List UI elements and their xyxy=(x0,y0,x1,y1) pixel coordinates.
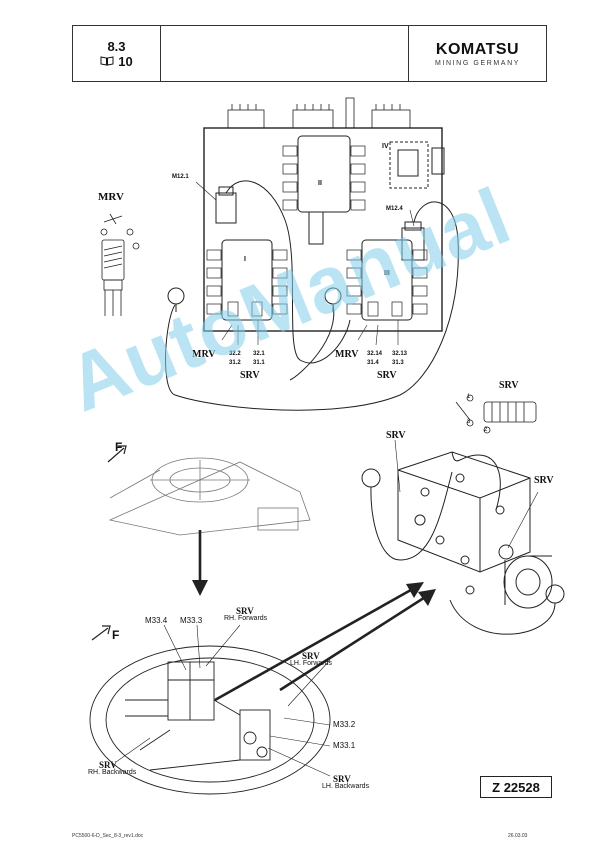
title-cell xyxy=(161,26,409,81)
direction-arrow-top xyxy=(107,445,127,463)
sensor-m12-1 xyxy=(215,192,237,224)
company-logo: KOMATSU MINING GERMANY xyxy=(409,26,546,81)
label-srv-rh-forwards: SRV xyxy=(236,606,254,616)
label-m33-2: M33.2 xyxy=(333,720,356,729)
arrow-to-block-2 xyxy=(279,592,431,692)
valve-block-2 xyxy=(297,135,351,213)
pressure-gauge-2 xyxy=(324,287,342,305)
port-32-14: 32.14 xyxy=(367,351,383,357)
hose-m12-1 xyxy=(225,180,351,364)
label-block-3: III xyxy=(384,270,390,277)
label-mrv-top: MRV xyxy=(98,191,124,203)
label-srv-detail: SRV xyxy=(499,380,519,391)
text-lh-backwards: LH. Backwards xyxy=(322,783,370,790)
hose-m12-4 xyxy=(165,201,459,411)
mrv-cartridge xyxy=(100,213,140,316)
port-31-2: 31.2 xyxy=(229,360,241,366)
detail-num-2: 2 xyxy=(484,427,488,433)
label-block-2: II xyxy=(318,180,322,187)
valve-block-3 xyxy=(361,239,413,321)
label-block-1: I xyxy=(244,256,246,263)
page-ref: 10 xyxy=(100,53,133,69)
direction-arrow-bottom xyxy=(91,625,111,641)
port-31-1: 31.1 xyxy=(253,360,265,366)
valve-block-1 xyxy=(221,239,273,321)
pressure-gauge-1 xyxy=(167,287,185,305)
figure-number: Z 22528 xyxy=(480,776,552,798)
page-header: 8.3 10 KOMATSU MINING GERMANY xyxy=(72,25,547,82)
port-31-4: 31.4 xyxy=(367,360,379,366)
label-m12-1: M12.1 xyxy=(172,174,189,180)
port-31-3: 31.3 xyxy=(392,360,404,366)
label-m33-3: M33.3 xyxy=(180,616,203,625)
brand-subtitle: MINING GERMANY xyxy=(434,59,520,67)
pressure-gauge-3 xyxy=(361,468,381,488)
footer-document-name: PC5500-6-D_Sec_8-3_rev1.doc xyxy=(72,833,144,839)
label-m33-1: M33.1 xyxy=(333,741,356,750)
label-srv-block-top: SRV xyxy=(386,430,406,441)
label-mrv-left: MRV xyxy=(192,349,216,360)
section-cell: 8.3 10 xyxy=(73,26,161,81)
top-connectors xyxy=(227,97,411,129)
label-m33-4: M33.4 xyxy=(145,616,168,625)
footer-date: 26.03.03 xyxy=(508,833,528,839)
label-srv-block-right: SRV xyxy=(534,475,554,486)
text-rh-backwards: RH. Backwards xyxy=(88,769,137,776)
page-number: 10 xyxy=(118,53,133,69)
book-icon xyxy=(100,56,114,66)
label-m12-4: M12.4 xyxy=(386,206,403,212)
port-32-1: 32.1 xyxy=(253,351,265,357)
label-srv-rh-backwards: SRV xyxy=(99,760,117,770)
arrow-to-block-1 xyxy=(214,584,419,702)
crawler-sketch xyxy=(108,457,311,536)
label-srv-left: SRV xyxy=(240,370,260,381)
label-srv-lh-backwards: SRV xyxy=(333,774,351,784)
undercarriage-sketch xyxy=(89,645,331,795)
pressure-gauge-4 xyxy=(545,584,565,604)
text-rh-forwards: RH. Forwards xyxy=(224,615,268,622)
valve-stem xyxy=(308,211,324,245)
port-32-13: 32.13 xyxy=(392,351,408,357)
brand-name: KOMATSU xyxy=(435,40,520,58)
detail-num-1: 1 xyxy=(467,394,471,400)
label-f-bottom: F xyxy=(112,628,120,642)
section-number: 8.3 xyxy=(107,38,126,54)
label-block-4: IV xyxy=(382,143,389,150)
label-srv-lh-forwards: SRV xyxy=(302,651,320,661)
label-f-top: F xyxy=(115,440,123,454)
srv-cartridge xyxy=(455,394,537,434)
label-srv-right: SRV xyxy=(377,370,397,381)
port-32-2: 32.2 xyxy=(229,351,241,357)
text-lh-forwards: LH. Forwards xyxy=(290,660,333,667)
sensor-m12-4 xyxy=(401,227,425,261)
valve-block-4 xyxy=(389,141,429,189)
label-mrv-right: MRV xyxy=(335,349,359,360)
detail-num-3: 3 xyxy=(467,419,471,425)
